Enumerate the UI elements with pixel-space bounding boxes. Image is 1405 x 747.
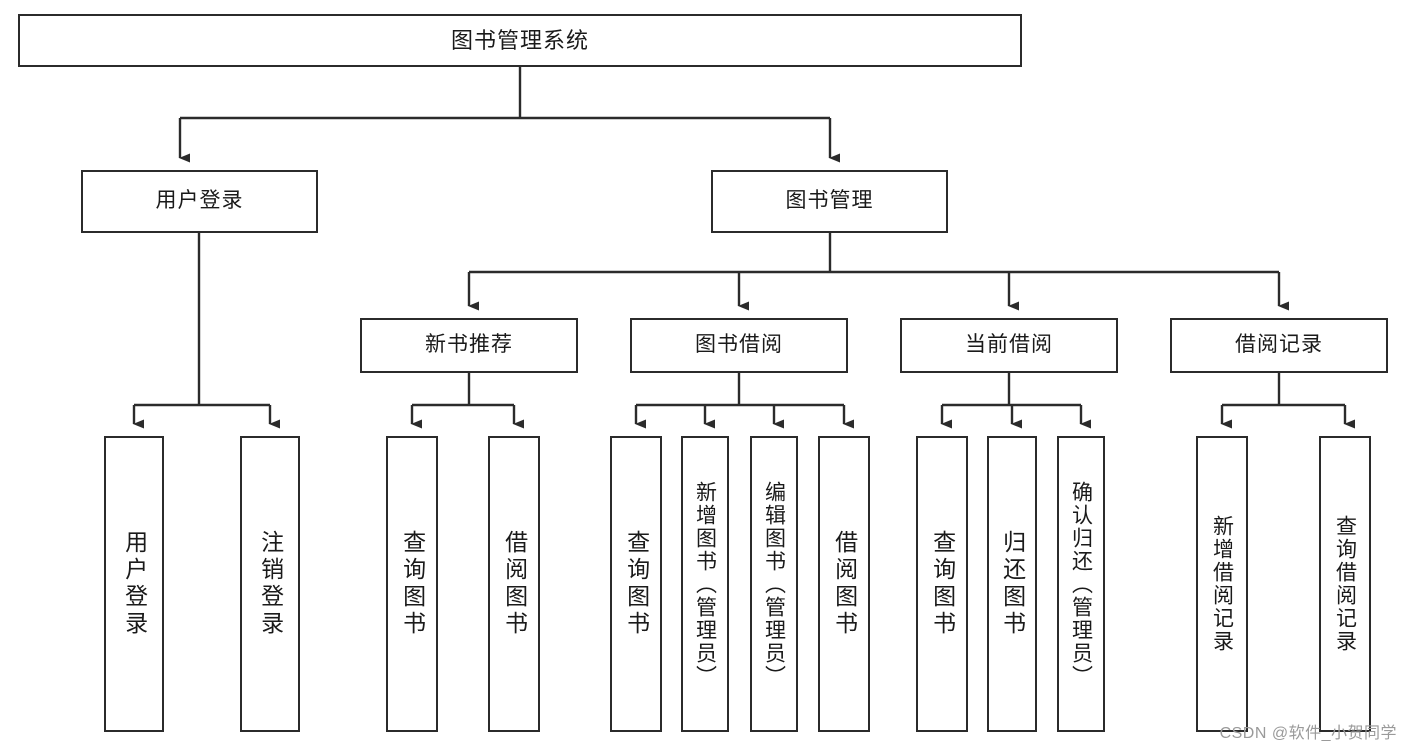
leaf-new-book-query[interactable]: 查询图书 (386, 436, 438, 732)
csdn-watermark: CSDN @软件_小贺同学 (1219, 725, 1397, 742)
leaf-book-borrow-query[interactable]: 查询图书 (610, 436, 662, 732)
leaf-book-borrow-borrow[interactable]: 借阅图书 (818, 436, 870, 732)
leaf-book-borrow-add[interactable]: 新增图书（管理员） (681, 436, 729, 732)
node-label: 查询图书 (929, 530, 956, 638)
node-label: 编辑图书（管理员） (762, 480, 786, 688)
node-label: 查询借阅记录 (1333, 515, 1357, 653)
node-label: 图书借阅 (695, 333, 783, 357)
leaf-current-borrow-return[interactable]: 归还图书 (987, 436, 1037, 732)
leaf-new-book-borrow[interactable]: 借阅图书 (488, 436, 540, 732)
node-label: 新增图书（管理员） (693, 480, 717, 688)
node-label: 新增借阅记录 (1210, 515, 1234, 653)
node-new-book-recommend[interactable]: 新书推荐 (360, 318, 578, 373)
node-label: 借阅记录 (1235, 333, 1323, 357)
node-label: 图书管理系统 (450, 27, 589, 53)
node-label: 注销登录 (257, 530, 284, 638)
node-label: 借阅图书 (831, 530, 858, 638)
node-label: 用户登录 (121, 530, 148, 638)
node-root-system[interactable]: 图书管理系统 (18, 14, 1022, 67)
node-label: 查询图书 (399, 530, 426, 638)
node-label: 当前借阅 (965, 333, 1053, 357)
node-user-login[interactable]: 用户登录 (81, 170, 318, 233)
leaf-user-login-logout[interactable]: 注销登录 (240, 436, 300, 732)
leaf-book-borrow-edit[interactable]: 编辑图书（管理员） (750, 436, 798, 732)
node-label: 查询图书 (623, 530, 650, 638)
leaf-user-login-login[interactable]: 用户登录 (104, 436, 164, 732)
leaf-current-borrow-query[interactable]: 查询图书 (916, 436, 968, 732)
node-label: 图书管理 (785, 189, 874, 213)
leaf-borrow-record-add[interactable]: 新增借阅记录 (1196, 436, 1248, 732)
node-book-borrow[interactable]: 图书借阅 (630, 318, 848, 373)
leaf-borrow-record-query[interactable]: 查询借阅记录 (1319, 436, 1371, 732)
node-label: 用户登录 (155, 189, 244, 213)
node-label: 确认归还（管理员） (1069, 480, 1093, 688)
node-label: 新书推荐 (425, 333, 513, 357)
node-label: 借阅图书 (501, 530, 528, 638)
node-book-management[interactable]: 图书管理 (711, 170, 948, 233)
node-current-borrow[interactable]: 当前借阅 (900, 318, 1118, 373)
node-borrow-record[interactable]: 借阅记录 (1170, 318, 1388, 373)
leaf-current-borrow-confirm-return[interactable]: 确认归还（管理员） (1057, 436, 1105, 732)
node-label: 归还图书 (999, 530, 1026, 638)
